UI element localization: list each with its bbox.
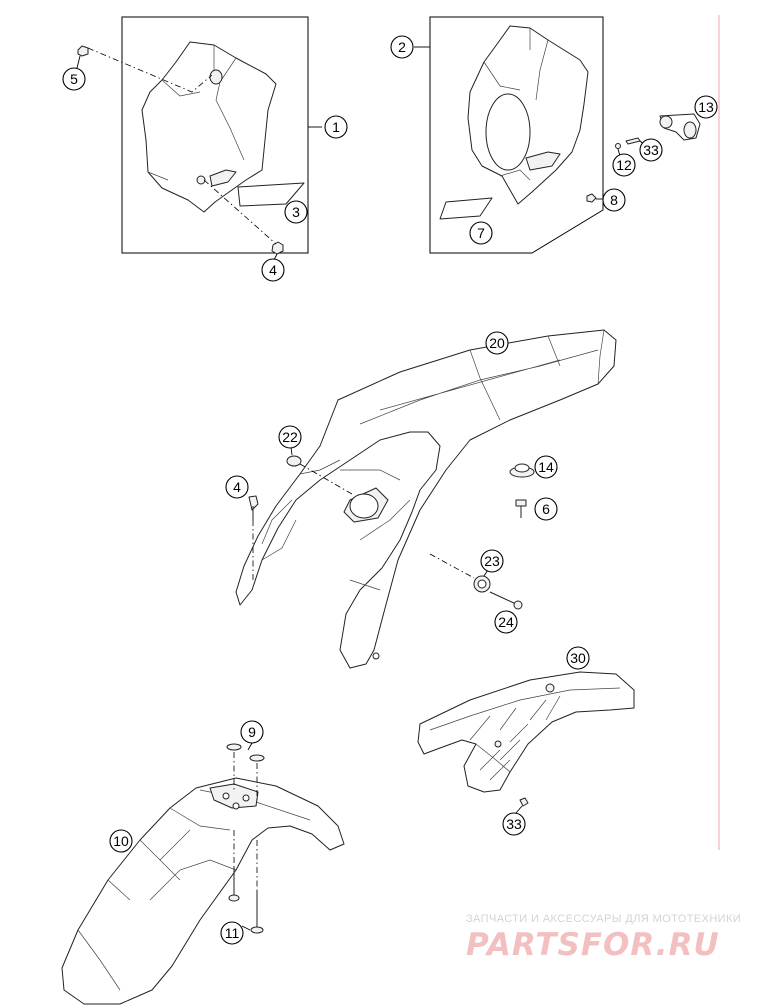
- svg-text:24: 24: [498, 614, 514, 630]
- svg-text:7: 7: [477, 225, 485, 241]
- nut-22: [286, 446, 302, 467]
- callout-13: 13: [694, 95, 718, 119]
- svg-text:13: 13: [698, 99, 714, 115]
- svg-text:14: 14: [538, 459, 554, 475]
- callout-8: 8: [602, 188, 626, 212]
- bolt-11-right: [250, 890, 264, 934]
- svg-text:3: 3: [292, 204, 300, 220]
- screw-4-upper-axis: [203, 179, 277, 245]
- svg-text:9: 9: [248, 724, 256, 740]
- bolt-6: [515, 499, 527, 518]
- rear-fender-20: [235, 329, 617, 669]
- callout-7: 7: [469, 221, 493, 245]
- callout-2: 2: [390, 35, 414, 59]
- front-number-plate-1: [141, 41, 277, 213]
- svg-text:1: 1: [332, 119, 340, 135]
- screw-5: [76, 45, 89, 69]
- svg-text:33: 33: [643, 142, 659, 158]
- screw-33-bottom: [515, 797, 529, 814]
- screw-4-upper: [271, 241, 284, 255]
- callout-11: 11: [220, 921, 244, 945]
- number-plate-kit-1-frame: [121, 16, 309, 254]
- svg-text:20: 20: [489, 335, 505, 351]
- washer-9-right: [249, 754, 265, 762]
- screw-4-lower: [248, 495, 259, 520]
- callout-4-upper: 4: [261, 258, 285, 282]
- callout-4-lower: 4: [225, 475, 249, 499]
- callout-24: 24: [494, 610, 518, 634]
- screw-8: [586, 193, 603, 203]
- callout-12: 12: [612, 153, 636, 177]
- callout-9: 9: [240, 720, 264, 744]
- decal-3: [237, 182, 305, 207]
- callout-23: 23: [480, 549, 504, 573]
- bolt-24-axis: [429, 553, 475, 579]
- bracket-13: [659, 109, 705, 141]
- svg-text:30: 30: [570, 650, 586, 666]
- svg-text:22: 22: [282, 429, 298, 445]
- washer-9-left: [226, 743, 242, 751]
- svg-text:4: 4: [233, 479, 241, 495]
- screw-5-axis: [87, 47, 213, 93]
- nut-22-axis: [299, 463, 353, 495]
- front-fender-10: [61, 777, 345, 1005]
- svg-text:8: 8: [610, 192, 618, 208]
- callout-20: 20: [485, 331, 509, 355]
- callout-30: 30: [566, 646, 590, 670]
- callout-1: 1: [324, 115, 348, 139]
- screw-12: [615, 143, 621, 157]
- bolt-11-left: [228, 866, 240, 902]
- svg-text:23: 23: [484, 553, 500, 569]
- svg-text:11: 11: [225, 925, 240, 941]
- callout-33-bottom: 33: [502, 812, 526, 836]
- svg-text:4: 4: [269, 262, 277, 278]
- rear-fender-support-30: [417, 671, 635, 793]
- callout-14: 14: [534, 455, 558, 479]
- callout-6: 6: [534, 497, 558, 521]
- callout-22: 22: [278, 425, 302, 449]
- svg-text:5: 5: [70, 71, 78, 87]
- svg-text:12: 12: [616, 157, 632, 173]
- svg-text:6: 6: [542, 501, 550, 517]
- callout-33-top: 33: [639, 138, 663, 162]
- watermark-tagline: ЗАПЧАСТИ И АКСЕССУАРЫ ДЛЯ МОТОТЕХНИКИ: [466, 913, 741, 925]
- callout-10: 10: [109, 829, 133, 853]
- grommet-14: [509, 463, 535, 478]
- decal-7: [439, 197, 493, 220]
- callout-5: 5: [62, 67, 86, 91]
- bolt-24: [489, 591, 523, 610]
- svg-text:10: 10: [113, 833, 129, 849]
- svg-text:33: 33: [506, 816, 522, 832]
- bushing-23: [473, 575, 491, 593]
- watermark-logo: PARTSFOR.RU: [466, 927, 720, 963]
- number-plate-kit-2-frame: [429, 16, 604, 254]
- callout-3: 3: [284, 200, 308, 224]
- front-number-plate-2: [467, 25, 589, 205]
- svg-text:2: 2: [398, 39, 406, 55]
